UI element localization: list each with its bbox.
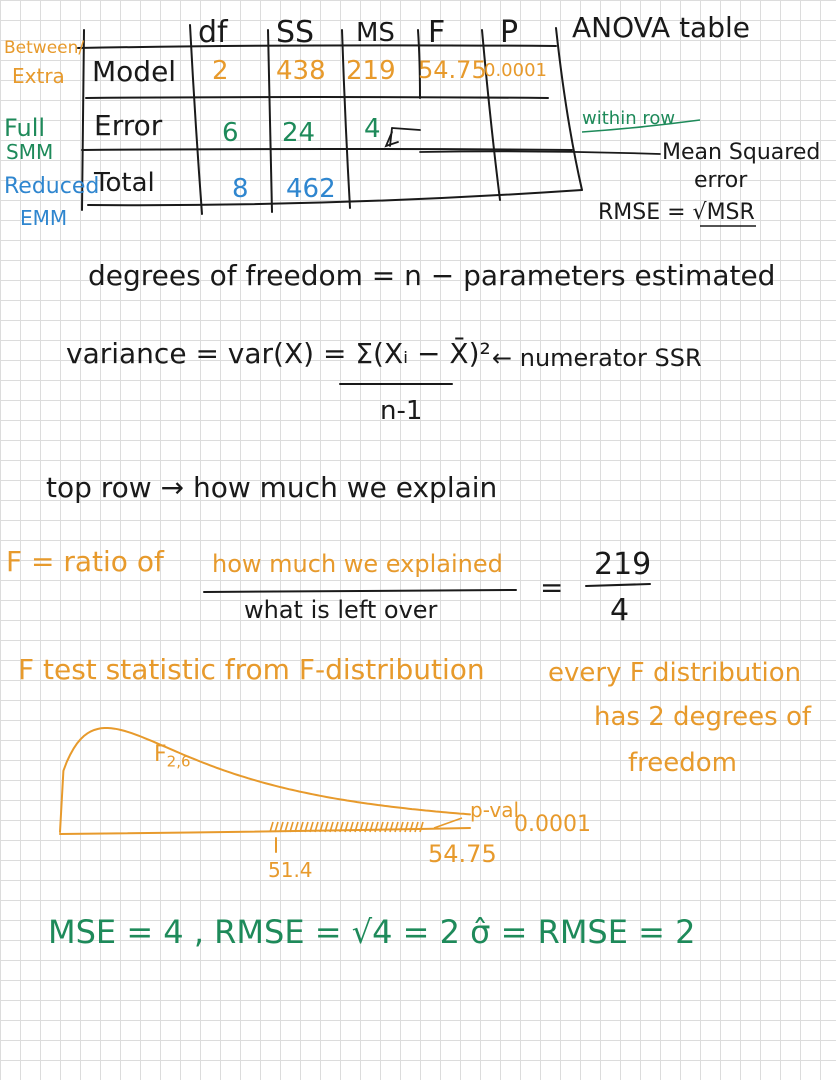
header-ss: SS — [276, 15, 315, 50]
side-label-reduced: Reduced — [4, 174, 100, 199]
hatch-stroke — [309, 821, 314, 833]
cell-model-df: 2 — [212, 56, 229, 86]
variance-formula: variance = var(X) = Σ(Xᵢ − X̄)² — [66, 337, 491, 370]
f-ratio-numerator: how much we explained — [212, 550, 503, 578]
f-value-denominator: 4 — [610, 593, 630, 628]
side-label-between: Between/ — [4, 38, 85, 58]
has-two-note: has 2 degrees of — [594, 702, 812, 732]
mse-rmse-summary: MSE = 4 , RMSE = √4 = 2 σ̂ = RMSE = 2 — [48, 913, 696, 951]
f-test-note: F test statistic from F-distribution — [18, 653, 485, 686]
cell-model-ss: 438 — [276, 56, 326, 86]
hatch-stroke — [334, 821, 339, 833]
f-value-numerator: 219 — [594, 547, 652, 582]
variance-denominator: n-1 — [380, 396, 423, 426]
within-row-note: within row — [582, 108, 676, 129]
row-label-total: Total — [94, 168, 155, 198]
cell-error-ss: 24 — [282, 118, 316, 148]
side-label-emm: EMM — [20, 206, 68, 230]
hatch-stroke — [279, 821, 284, 833]
cell-total-ss: 462 — [286, 174, 336, 204]
hatch-stroke — [294, 821, 299, 833]
observed-f-label: 54.75 — [428, 840, 497, 868]
cell-model-f: 54.75 — [418, 56, 487, 84]
hatch-stroke — [369, 821, 374, 833]
hatch-stroke — [274, 821, 279, 833]
row-label-model: Model — [92, 55, 177, 88]
f-density-curve — [59, 727, 471, 833]
f-ratio-denominator: what is left over — [244, 596, 438, 624]
f-plot-label: F2,6 — [154, 742, 191, 771]
p-value-label: p-val — [470, 798, 520, 822]
f-ratio-prefix: F = ratio of — [6, 545, 164, 578]
f-axis-line — [59, 827, 471, 835]
p-value-pointer — [433, 817, 463, 829]
hatch-stroke — [284, 821, 289, 833]
hatch-stroke — [389, 821, 394, 833]
dof-definition: degrees of freedom = n − parameters esti… — [88, 259, 776, 292]
cell-total-df: 8 — [232, 174, 249, 204]
header-df: df — [198, 15, 228, 50]
p-value-number: 0.0001 — [514, 812, 591, 837]
mse-note-line2: error — [694, 168, 748, 193]
cell-model-p: 0.0001 — [484, 60, 547, 81]
side-label-full: Full — [4, 114, 46, 142]
hatch-stroke — [354, 821, 359, 833]
hatch-stroke — [399, 821, 404, 833]
top-row-note: top row → how much we explain — [46, 471, 498, 504]
cell-error-df: 6 — [222, 118, 239, 148]
numerator-note: ← numerator SSR — [492, 344, 702, 372]
hatch-stroke — [364, 821, 369, 833]
hatch-stroke — [324, 821, 329, 833]
hatch-stroke — [304, 821, 309, 833]
rmse-formula: RMSE = √MSR — [598, 200, 755, 225]
critical-value-label: 51.4 — [268, 858, 313, 882]
hatch-stroke — [314, 821, 319, 833]
hatch-stroke — [404, 821, 409, 833]
hatch-stroke — [394, 821, 399, 833]
hatch-stroke — [339, 821, 344, 833]
anova-table-title: ANOVA table — [572, 11, 750, 44]
hatch-stroke — [344, 821, 349, 833]
header-ms: MS — [356, 18, 395, 48]
hatch-stroke — [269, 821, 274, 833]
hatch-stroke — [414, 821, 419, 833]
p-value-tail-hatching — [269, 821, 424, 833]
f-ratio-equals: = — [540, 571, 564, 604]
cell-error-ms: 4 — [364, 114, 381, 144]
hatch-stroke — [329, 821, 334, 833]
hatch-stroke — [299, 821, 304, 833]
hatch-stroke — [409, 821, 414, 833]
hatch-stroke — [359, 821, 364, 833]
hatch-stroke — [349, 821, 354, 833]
every-f-note: every F distribution — [548, 658, 802, 688]
hatch-stroke — [379, 821, 384, 833]
hatch-stroke — [384, 821, 389, 833]
hatch-stroke — [374, 821, 379, 833]
mse-note-line1: Mean Squared — [662, 140, 821, 165]
cell-model-ms: 219 — [346, 56, 396, 86]
side-label-smm: SMM — [6, 140, 54, 164]
freedom-note: freedom — [628, 748, 738, 778]
hatch-stroke — [289, 821, 294, 833]
header-f: F — [428, 15, 446, 50]
side-label-extra: Extra — [12, 64, 65, 88]
header-p: P — [500, 15, 519, 50]
row-label-error: Error — [94, 109, 163, 142]
hatch-stroke — [319, 821, 324, 833]
hatch-stroke — [419, 821, 424, 833]
